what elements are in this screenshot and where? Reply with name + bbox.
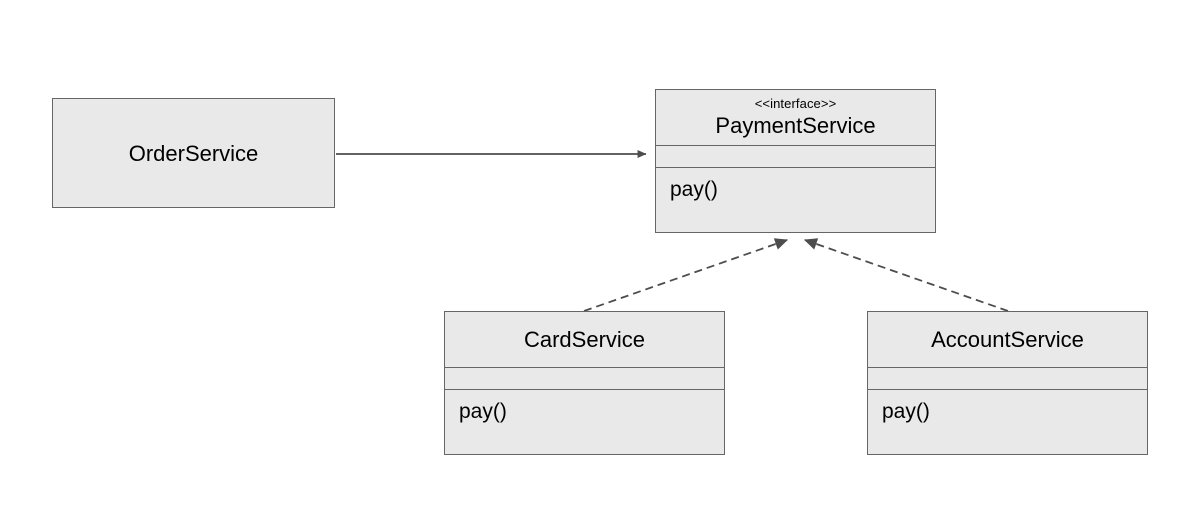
edge-card-implements-payment [583, 238, 789, 312]
class-box-card-service[interactable]: CardService pay() [444, 311, 725, 455]
class-name-account-service: AccountService [931, 327, 1084, 352]
class-box-order-service[interactable]: OrderService [52, 98, 335, 208]
class-header-account-service: AccountService [868, 312, 1147, 367]
class-attributes-account-service [868, 367, 1147, 389]
edge-account-implements-payment [803, 238, 1009, 312]
class-name-payment-service: PaymentService [715, 113, 876, 138]
class-operations-card-service: pay() [445, 389, 724, 454]
class-header-order-service: OrderService [53, 99, 334, 207]
class-header-card-service: CardService [445, 312, 724, 367]
class-operation-item: pay() [670, 178, 718, 201]
class-operation-item: pay() [459, 400, 507, 423]
class-box-account-service[interactable]: AccountService pay() [867, 311, 1148, 455]
class-stereotype-payment-service: <<interface>> [754, 96, 837, 111]
class-operations-account-service: pay() [868, 389, 1147, 454]
class-operations-payment-service: pay() [656, 167, 935, 232]
class-attributes-card-service [445, 367, 724, 389]
class-name-card-service: CardService [523, 327, 646, 352]
class-operation-item: pay() [882, 400, 930, 423]
class-name-order-service: OrderService [128, 140, 259, 166]
class-box-payment-service[interactable]: <<interface>> PaymentService pay() [655, 89, 936, 233]
class-header-payment-service: <<interface>> PaymentService [656, 90, 935, 145]
class-attributes-payment-service [656, 145, 935, 167]
